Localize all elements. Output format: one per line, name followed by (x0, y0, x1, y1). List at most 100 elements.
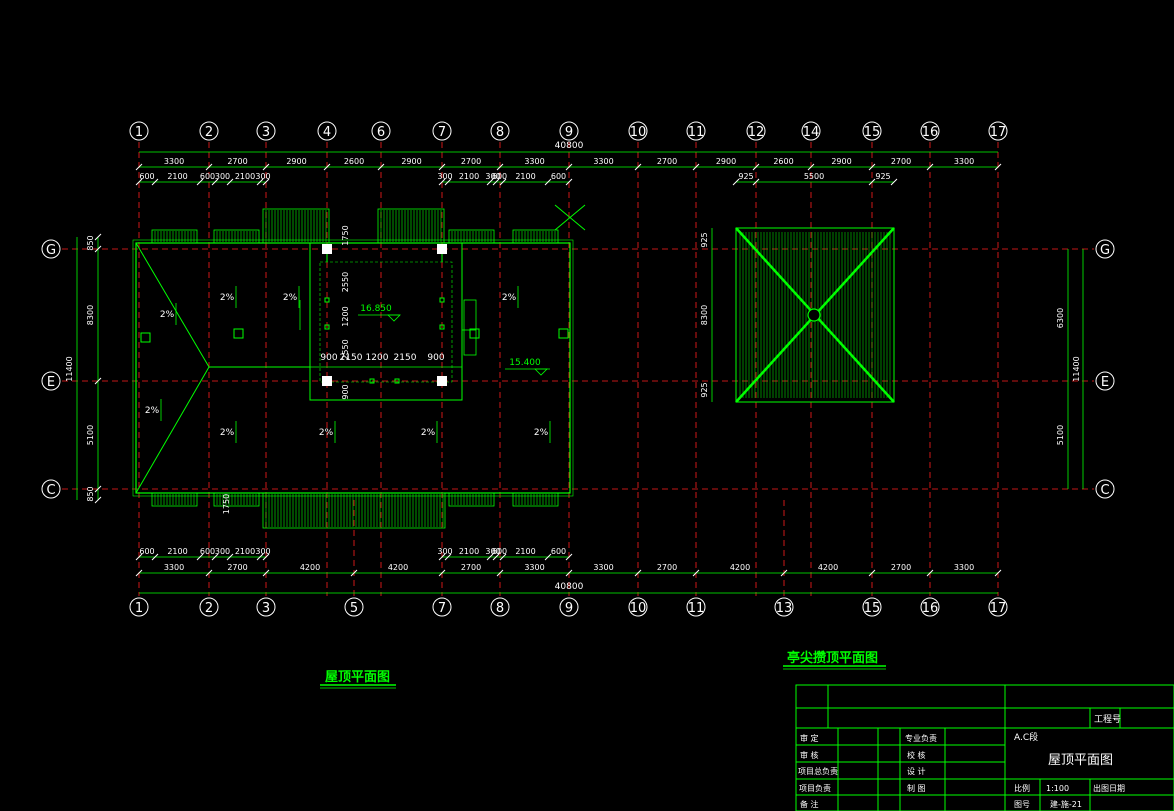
axis-bubble-bottom (628, 597, 648, 617)
core-vertical-dimension: 1200 (341, 306, 350, 326)
dim-top-row2-right-tick (732, 178, 740, 186)
dim-bottom-row1-text: 3300 (593, 563, 613, 572)
dim-top-row1-tick (692, 163, 700, 171)
dim-top-row1-tick (262, 163, 270, 171)
dim-bottom-row1-tick (634, 569, 642, 577)
roof-plan-title: 屋顶平面图 (325, 670, 390, 685)
building-section: A.C段 (1014, 731, 1038, 743)
dim-bottom-row1-text: 3300 (954, 563, 974, 572)
dim-bottom-row1-text: 4200 (818, 563, 838, 572)
small-column (324, 324, 330, 330)
roof-tile-strip-tall (262, 492, 446, 529)
axis-bubble-top-label: 2 (205, 125, 213, 140)
axis-bubble-bottom (920, 597, 940, 617)
axis-bubble-bottom-label: 8 (496, 601, 504, 616)
axis-bubble-top (801, 121, 821, 141)
dim-bottom-row2-mid-tick (486, 553, 494, 561)
scale-label: 比例 (1014, 783, 1030, 793)
elevation-label-2: 15.400 (509, 358, 541, 368)
dim-top-row1-text: 2900 (401, 157, 421, 166)
axis-bubble-left-label: C (46, 483, 55, 498)
roof-plan-outline (132, 204, 586, 529)
tb-row-5: 备 注 (800, 799, 819, 809)
dim-bottom-row2-mid-text: 2100 (459, 547, 479, 556)
axis-bubble-bottom (774, 597, 794, 617)
dim-left-text: 11400 (65, 356, 74, 381)
axis-bubble-bottom (344, 597, 364, 617)
overall-dimension-top: 40800 (555, 141, 584, 151)
axis-bubble-top-label: 12 (748, 125, 765, 140)
roof-tile-strip (151, 492, 198, 507)
axis-bubble-top-label: 1 (135, 125, 143, 140)
axis-bubble-top-label: 6 (377, 125, 385, 140)
dim-top-row2-mid-text: 300 (437, 172, 452, 181)
dim-bottom-row1-tick (135, 569, 143, 577)
dim-bottom-row1-text: 2700 (891, 563, 911, 572)
dim-top-row2-left-tick (226, 178, 234, 186)
dim-bottom-row2-left-tick (135, 553, 143, 561)
core-dimension: 1200 (366, 353, 389, 363)
dim-top-row2-mid-text: 300 (485, 172, 500, 181)
axis-bubble-top (920, 121, 940, 141)
dim-top-row1-tick (135, 163, 143, 171)
dim-top-row1-text: 3300 (954, 157, 974, 166)
dim-bottom-row2-mid-text: 2100 (515, 547, 535, 556)
date-label: 出图日期 (1093, 783, 1125, 793)
tb-mid-4: 制 图 (907, 783, 926, 793)
axis-bubble-top-label: 15 (864, 125, 881, 140)
slope-label: 2% (319, 428, 334, 438)
dim-top-row2-mid-text: 600 (492, 172, 507, 181)
roof-tile-strip (151, 229, 198, 244)
axis-bubble-bottom-label: 13 (776, 601, 793, 616)
dim-top-row2-mid-tick (444, 178, 452, 186)
roof-tile-strip (512, 229, 559, 244)
dim-top-row2-right-tick (868, 178, 876, 186)
dim-top-row2-left-tick (262, 178, 270, 186)
dim-bottom-row1-text: 3300 (164, 563, 184, 572)
dim-top-row1-text: 2900 (716, 157, 736, 166)
dim-bottom-row2-left-text: 2100 (235, 547, 255, 556)
dim-top-row2-left-text: 300 (215, 172, 230, 181)
axis-bubble-right-label: G (1100, 243, 1110, 258)
small-column (439, 324, 445, 330)
dim-top-row1-text: 2700 (227, 157, 247, 166)
axis-bubble-right (1095, 479, 1115, 499)
axis-bubble-top-label: 16 (922, 125, 939, 140)
roof-tile-strip (512, 492, 559, 507)
dim-top-row2-mid-tick (565, 178, 573, 186)
core-dimension: 2150 (340, 353, 363, 363)
dim-bottom-row1-tick (692, 569, 700, 577)
dim-left-text: 850 (86, 486, 95, 501)
pavilion-apex (807, 308, 821, 322)
dim-top-row2-right-tick (890, 178, 898, 186)
dim-bottom-row1-text: 4200 (388, 563, 408, 572)
core-dimension: 2150 (394, 353, 417, 363)
dim-top-row2-right-tick (752, 178, 760, 186)
dim-bottom-row1-text: 2700 (657, 563, 677, 572)
dim-top-row1-tick (926, 163, 934, 171)
dim-top-row2-left-tick (196, 178, 204, 186)
dim-top-row2-left-text: 300 (255, 172, 270, 181)
core-inner-outline (319, 261, 453, 383)
dim-top-row1-text: 2700 (461, 157, 481, 166)
elevation-mark (534, 368, 548, 376)
dim-bottom-row1-tick (565, 569, 573, 577)
dim-bottom-row2-mid-tick (438, 553, 446, 561)
axis-bubble-top (317, 121, 337, 141)
dim-top-row1-text: 2900 (286, 157, 306, 166)
axis-bubble-top-label: 14 (803, 125, 820, 140)
core-vertical-dimension: 2550 (341, 339, 350, 359)
slope-label: 2% (145, 406, 160, 416)
axis-bubble-top-label: 10 (630, 125, 647, 140)
dim-top-row2-left-text: 2100 (235, 172, 255, 181)
dim-bottom-row2-left-tick (226, 553, 234, 561)
core-side-box (463, 299, 477, 356)
slope-label: 2% (421, 428, 436, 438)
dim-bottom-row2-mid-text: 600 (551, 547, 566, 556)
axis-bubble-bottom-label: 9 (565, 601, 573, 616)
column-marker (322, 376, 332, 386)
dim-bottom-row1-tick (926, 569, 934, 577)
axis-bubble-top (256, 121, 276, 141)
dim-top-row2-mid-tick (544, 178, 552, 186)
